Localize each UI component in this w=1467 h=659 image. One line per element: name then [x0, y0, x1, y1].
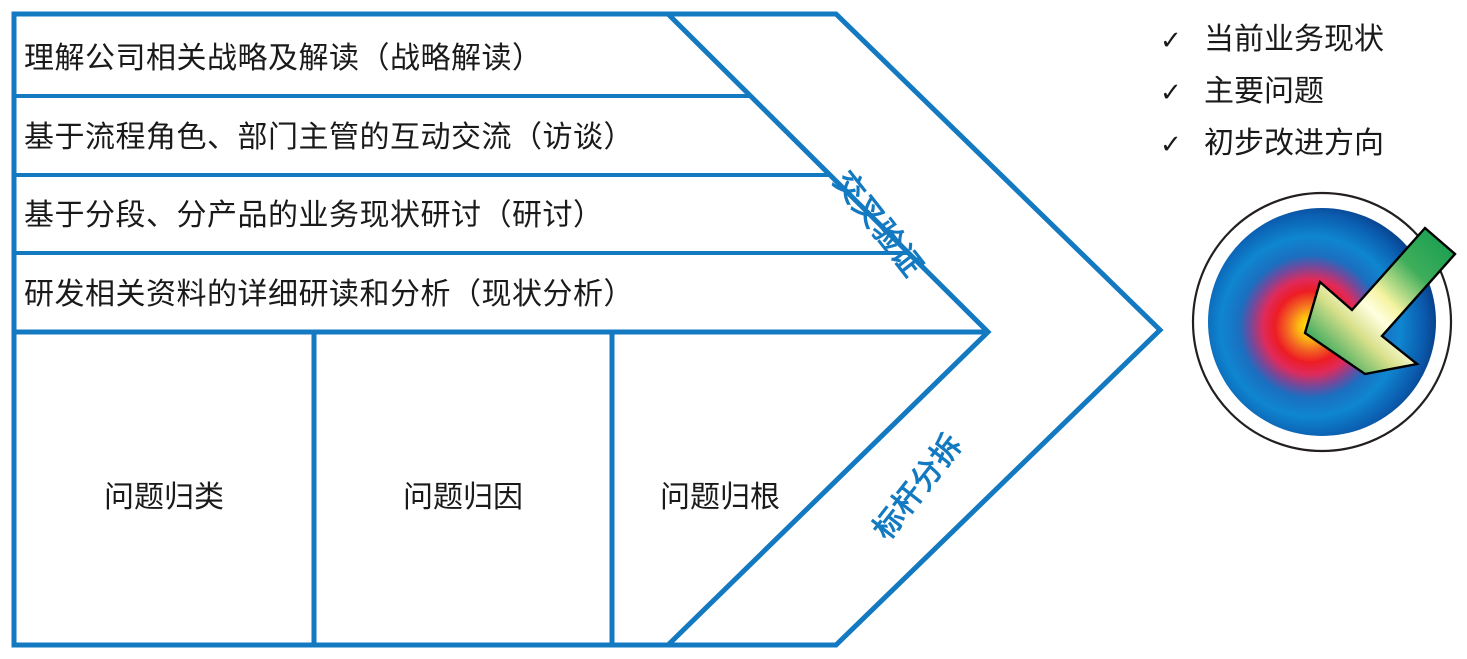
funnel-row-label-analysis: 研发相关资料的详细研读和分析（现状分析） [24, 278, 634, 311]
check-icon: ✓ [1160, 78, 1182, 107]
funnel-outline [11, 11, 1164, 648]
target-arrow-icon [1303, 226, 1457, 376]
checklist-item-label: 当前业务现状 [1204, 23, 1384, 56]
target-outer-ring [1191, 191, 1453, 453]
checklist-item-key-issues: ✓ 主要问题 [1160, 66, 1460, 118]
funnel-column-label-cause: 问题归因 [403, 481, 523, 514]
check-icon: ✓ [1160, 26, 1182, 55]
funnel-row-label-interview: 基于流程角色、部门主管的互动交流（访谈） [24, 121, 634, 154]
funnel-column-label-classify: 问题归类 [104, 481, 224, 514]
funnel-row-label-strategy: 理解公司相关战略及解读（战略解读） [24, 42, 543, 75]
funnel-column-label-root: 问题归根 [660, 481, 780, 514]
funnel-row-label-workshop: 基于分段、分产品的业务现状研讨（研讨） [24, 199, 604, 232]
checklist-item-current-state: ✓ 当前业务现状 [1160, 14, 1460, 66]
check-icon: ✓ [1160, 130, 1182, 159]
checklist-item-label: 初步改进方向 [1204, 127, 1384, 160]
outcome-checklist: ✓ 当前业务现状 ✓ 主要问题 ✓ 初步改进方向 [1160, 14, 1460, 170]
checklist-item-label: 主要问题 [1204, 75, 1324, 108]
checklist-item-improvement: ✓ 初步改进方向 [1160, 118, 1460, 170]
